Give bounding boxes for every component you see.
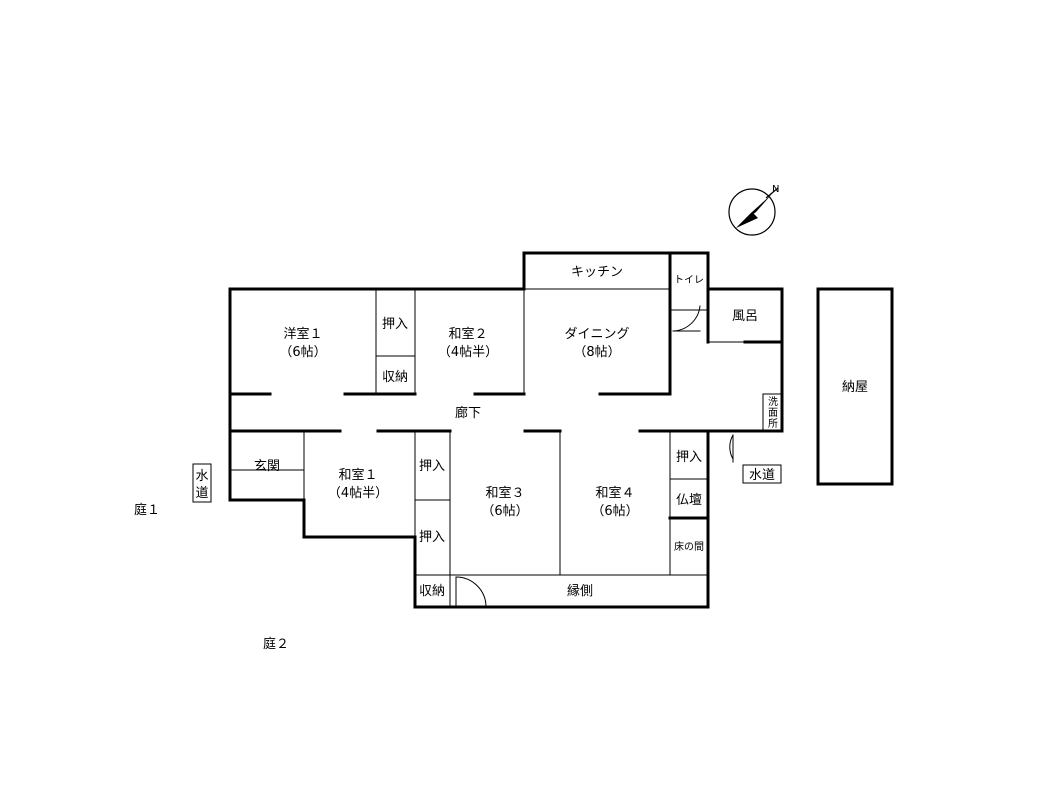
senmenjo-label: 洗 面 所 (768, 396, 778, 430)
interior-walls (228, 251, 784, 608)
dining-label: ダイニング (564, 327, 629, 342)
washitsu4-label: 和室４ (595, 485, 634, 501)
washitsu1-size: （4帖半） (328, 486, 388, 501)
svg-text:N: N (772, 184, 779, 195)
youshitsu1-label: 洋室１ (283, 326, 322, 342)
svg-text:水道: 水道 (749, 468, 775, 483)
niwa1-label: 庭１ (134, 502, 160, 518)
north-arrow-icon: N (728, 184, 779, 236)
engawa-label: 縁側 (567, 583, 593, 599)
tokonoma-label: 床の間 (674, 540, 704, 553)
washitsu1-label: 和室１ (338, 467, 377, 483)
kitchen-label: キッチン (571, 265, 623, 280)
youshitsu1-size: （6帖） (279, 345, 326, 360)
oshiire-mid1-label: 押入 (419, 459, 445, 474)
rouka-label: 廊下 (455, 405, 481, 421)
svg-text:洗: 洗 (768, 396, 778, 408)
oshiire-right-label: 押入 (676, 450, 702, 465)
svg-text:道: 道 (195, 486, 208, 501)
svg-text:水: 水 (195, 469, 208, 484)
washitsu4-size: （6帖） (591, 504, 638, 519)
naya-label: 納屋 (842, 380, 868, 395)
washitsu3-size: （6帖） (481, 504, 528, 519)
suidou-left-tag: 水 道 (192, 463, 212, 503)
washitsu2-size: （4帖半） (438, 345, 498, 360)
naya-room (816, 287, 894, 486)
toilet-label: トイレ (674, 275, 704, 286)
washitsu3-label: 和室３ (485, 485, 524, 501)
oshiire-mid2-label: 押入 (419, 530, 445, 545)
genkan-label: 玄関 (254, 459, 280, 474)
suidou-right-tag: 水道 (742, 464, 782, 484)
furo-label: 風呂 (732, 309, 758, 324)
svg-text:所: 所 (768, 418, 778, 430)
butsudan-label: 仏壇 (676, 492, 702, 508)
niwa2-label: 庭２ (263, 636, 289, 652)
svg-text:面: 面 (768, 408, 778, 419)
dining-size: （8帖） (573, 345, 620, 360)
washitsu2-label: 和室２ (448, 326, 487, 342)
shuunou-top-label: 収納 (382, 370, 408, 385)
shuunou-bottom-label: 収納 (419, 584, 445, 599)
oshiire-top-label: 押入 (382, 317, 408, 332)
